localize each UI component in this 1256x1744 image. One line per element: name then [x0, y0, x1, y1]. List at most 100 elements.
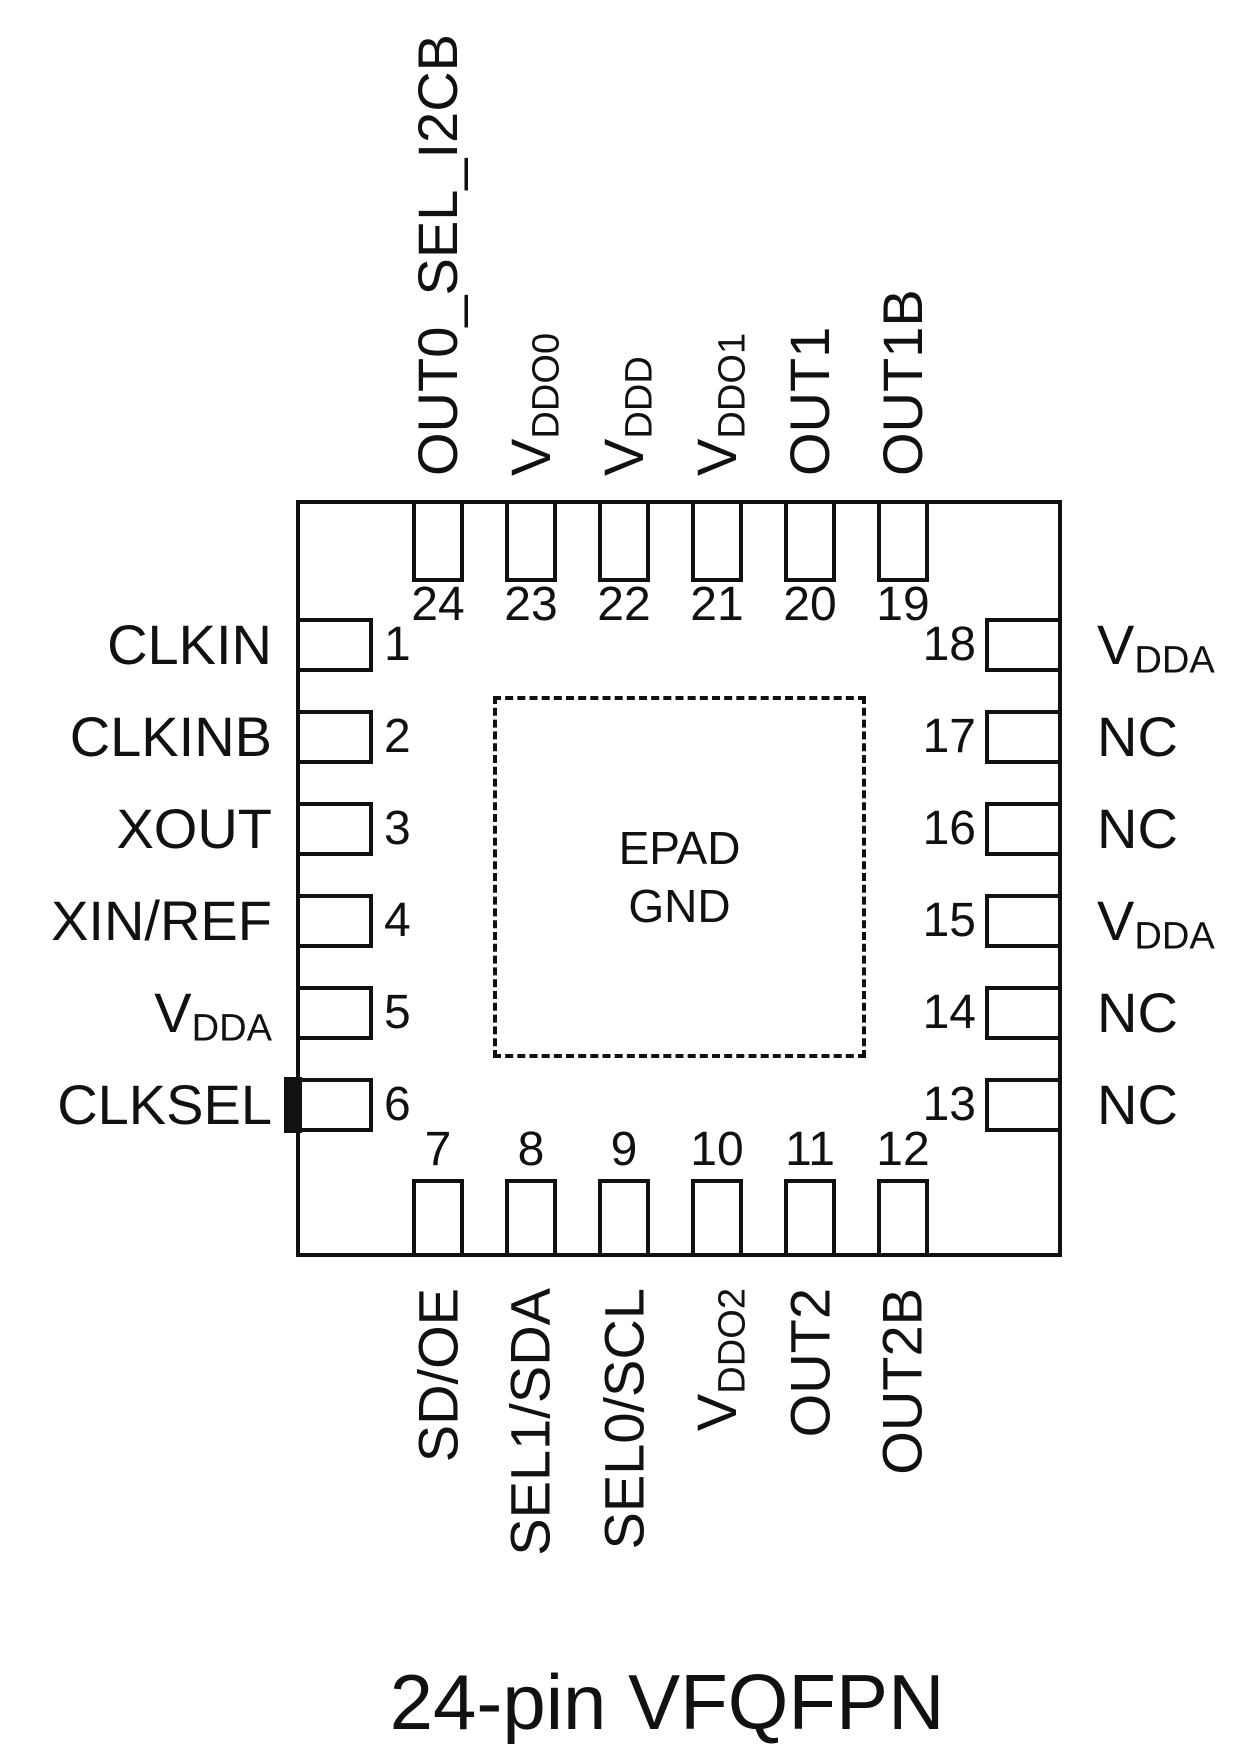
- package-caption: 24-pin VFQFPN: [389, 1658, 945, 1744]
- pin-label-11: OUT2: [778, 1288, 841, 1437]
- pin-pad-20: [784, 500, 836, 582]
- pin-pad-7: [412, 1179, 464, 1257]
- pin-pad-24: [412, 500, 464, 582]
- pin-pad-22: [598, 500, 650, 582]
- pin-pad-21: [691, 500, 743, 582]
- pin-label-text: V: [685, 1393, 748, 1432]
- pin-number-16: 16: [922, 802, 976, 855]
- pin-number-24: 24: [411, 578, 465, 631]
- pin-number-12: 12: [876, 1123, 930, 1176]
- pin-label-2: CLKINB: [70, 709, 272, 765]
- pin-label-15: VDDA: [1097, 893, 1215, 958]
- pin-label-text: NC: [1097, 705, 1178, 768]
- pin-label-text: V: [1097, 889, 1135, 952]
- pin-number-9: 9: [610, 1123, 638, 1176]
- pin-number-2: 2: [384, 710, 411, 763]
- pin-number-1: 1: [384, 618, 411, 671]
- pin-number-17: 17: [922, 710, 976, 763]
- pin-number-20: 20: [783, 578, 837, 631]
- pin-pad-2: [296, 710, 373, 764]
- pin-label-text: V: [499, 438, 562, 476]
- pin-label-text: SEL0/SCL: [592, 1288, 655, 1550]
- pin-label-text: XOUT: [116, 797, 272, 860]
- pin-label-subscript: DDA: [1134, 639, 1215, 682]
- pin-label-text: OUT2B: [871, 1288, 934, 1475]
- pin-number-3: 3: [384, 802, 411, 855]
- pin-label-12: OUT2B: [871, 1288, 934, 1475]
- pin-label-22: VDDD: [592, 356, 660, 476]
- pin-label-text: SEL1/SDA: [499, 1288, 562, 1556]
- pin-number-14: 14: [922, 986, 976, 1039]
- pin-number-22: 22: [597, 578, 651, 631]
- pin-label-14: NC: [1097, 985, 1178, 1041]
- pin-label-text: CLKSEL: [57, 1073, 272, 1136]
- pin-label-3: XOUT: [116, 801, 272, 857]
- pin-label-text: V: [1097, 613, 1135, 676]
- pin-pad-23: [505, 500, 557, 582]
- pin-label-subscript: DDD: [618, 356, 661, 439]
- chip-body: [296, 500, 1062, 1257]
- pin-pad-5: [296, 986, 373, 1040]
- pin-pad-4: [296, 894, 373, 948]
- epad-label-line2: GND: [628, 880, 731, 932]
- pin-pad-9: [598, 1179, 650, 1257]
- pin-pad-1: [296, 618, 373, 672]
- pin-pad-3: [296, 802, 373, 856]
- pin-number-4: 4: [384, 894, 411, 947]
- pin-pad-13: [985, 1078, 1062, 1132]
- pin-pad-6: [296, 1078, 373, 1132]
- pin-pad-14: [985, 986, 1062, 1040]
- pin-label-subscript: DDO2: [711, 1288, 754, 1394]
- pin-label-subscript: DDA: [191, 1007, 272, 1050]
- pin-number-6: 6: [384, 1078, 411, 1131]
- pin-label-7: SD/OE: [406, 1288, 469, 1462]
- pin-label-text: OUT1: [778, 326, 841, 476]
- pin-pad-19: [877, 500, 929, 582]
- pin-pad-18: [985, 618, 1062, 672]
- pin-label-subscript: DDA: [1134, 915, 1215, 958]
- pin-label-text: SD/OE: [406, 1288, 469, 1463]
- pin-label-19: OUT1B: [871, 289, 934, 476]
- pin-label-text: NC: [1097, 1073, 1178, 1136]
- pin-number-5: 5: [384, 986, 411, 1039]
- pin-label-20: OUT1: [778, 327, 841, 476]
- epad-region: EPAD GND: [493, 696, 866, 1058]
- pin-number-15: 15: [922, 894, 976, 947]
- pin-number-21: 21: [690, 578, 744, 631]
- pin-label-9: SEL0/SCL: [592, 1288, 655, 1550]
- pin-label-10: VDDO2: [685, 1288, 753, 1431]
- pin-pad-10: [691, 1179, 743, 1257]
- pin-label-13: NC: [1097, 1077, 1178, 1133]
- pin-label-5: VDDA: [154, 985, 272, 1050]
- pin-label-17: NC: [1097, 709, 1178, 765]
- pin-label-text: NC: [1097, 981, 1178, 1044]
- pin-label-subscript: DDO1: [711, 332, 754, 439]
- pin-number-13: 13: [922, 1078, 976, 1131]
- pin-pad-8: [505, 1179, 557, 1257]
- pin-number-11: 11: [785, 1123, 835, 1176]
- pin-label-23: VDDO0: [499, 333, 567, 476]
- pin-label-text: OUT0_SEL_I2CB: [406, 34, 469, 476]
- pin-label-text: XIN/REF: [51, 889, 272, 952]
- pin-number-10: 10: [690, 1123, 744, 1176]
- pin-label-4: XIN/REF: [51, 893, 272, 949]
- pin-label-text: NC: [1097, 797, 1178, 860]
- pin-label-16: NC: [1097, 801, 1178, 857]
- pin-number-23: 23: [504, 578, 558, 631]
- pin-number-18: 18: [922, 618, 976, 671]
- pin-label-18: VDDA: [1097, 617, 1215, 682]
- pin-number-7: 7: [424, 1123, 452, 1176]
- pin-pad-16: [985, 802, 1062, 856]
- pin-label-text: CLKINB: [69, 705, 272, 768]
- epad-label-line1: EPAD: [618, 822, 741, 874]
- pin-label-6: CLKSEL: [57, 1077, 272, 1133]
- pin-label-1: CLKIN: [107, 617, 272, 673]
- pin-pad-11: [784, 1179, 836, 1257]
- pin-label-24: OUT0_SEL_I2CB: [406, 34, 469, 476]
- pin-label-text: CLKIN: [107, 613, 272, 676]
- pin-number-19: 19: [876, 578, 930, 631]
- pin-label-subscript: DDO0: [525, 332, 568, 439]
- pin-label-text: V: [592, 438, 655, 476]
- pin-label-text: V: [154, 981, 192, 1044]
